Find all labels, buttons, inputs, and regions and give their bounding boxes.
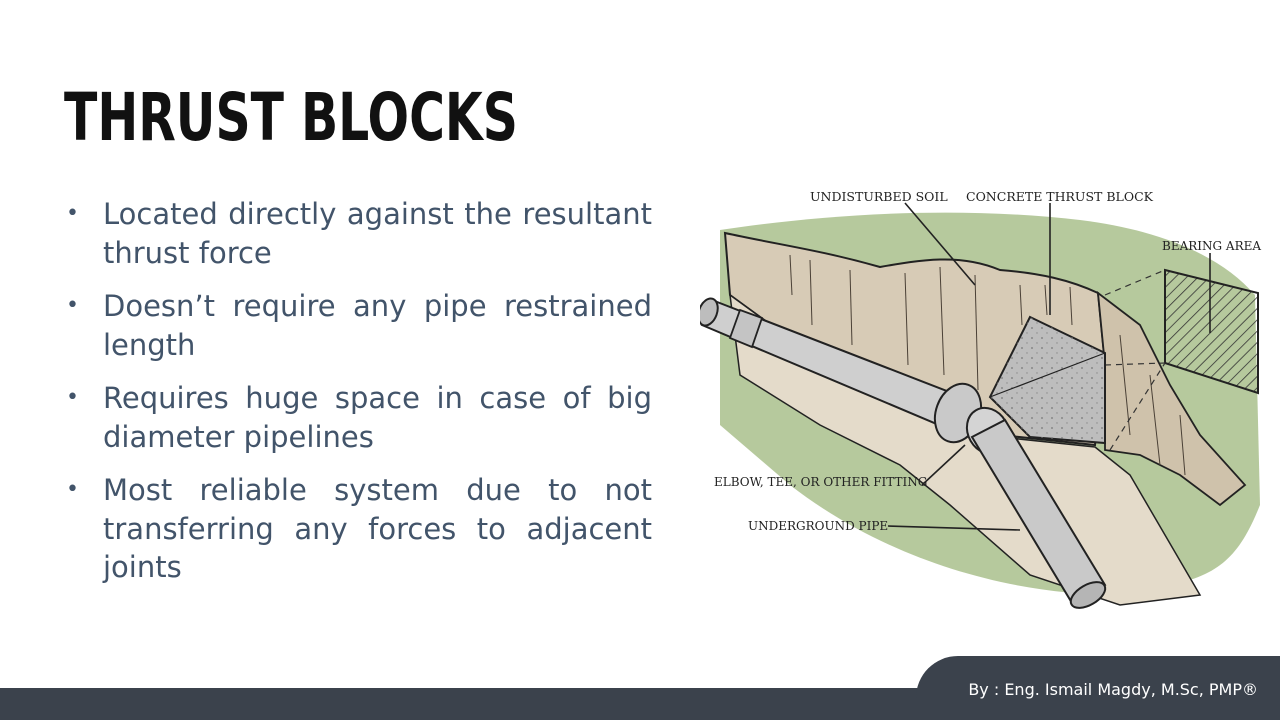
pipe-down-segment — [970, 418, 1107, 609]
bullet-dot-icon: • — [66, 293, 79, 318]
label-underground-pipe: UNDERGROUND PIPE — [748, 519, 888, 533]
thrust-block-illustration: UNDISTURBED SOIL CONCRETE THRUST BLOCK B… — [697, 175, 1270, 620]
label-fitting: ELBOW, TEE, OR OTHER FITTING — [714, 475, 927, 489]
bullet-item: • Located directly against the resultant… — [66, 195, 652, 272]
bullet-list: • Located directly against the resultant… — [66, 195, 652, 602]
thrust-block-diagram: UNDISTURBED SOIL CONCRETE THRUST BLOCK B… — [697, 189, 1261, 609]
label-bearing-area: BEARING AREA — [1162, 239, 1261, 253]
author-credit: By : Eng. Ismail Magdy, M.Sc, PMP® — [968, 680, 1258, 699]
label-concrete-thrust-block: CONCRETE THRUST BLOCK — [966, 189, 1154, 204]
bullet-dot-icon: • — [66, 201, 79, 226]
leader-lines — [887, 202, 1211, 531]
bullet-item: • Doesn’t require any pipe restrained le… — [66, 287, 652, 364]
pipe-left-segment — [697, 297, 972, 435]
bullet-dot-icon: • — [66, 477, 79, 502]
bullet-text: Doesn’t require any pipe restrained leng… — [103, 289, 652, 362]
bullet-text: Most reliable system due to not transfer… — [103, 473, 652, 584]
slide-title: THRUST BLOCKS — [64, 79, 518, 156]
bullet-item: • Most reliable system due to not transf… — [66, 471, 652, 587]
soil-texture — [789, 254, 1186, 476]
bullet-item: • Requires huge space in case of big dia… — [66, 379, 652, 456]
bullet-dot-icon: • — [66, 385, 79, 410]
bearing-area-panel — [1164, 268, 1259, 395]
bullet-text: Located directly against the resultant t… — [103, 197, 652, 270]
bullet-text: Requires huge space in case of big diame… — [103, 381, 652, 454]
footer-tab — [916, 656, 1280, 720]
concrete-texture — [990, 317, 1105, 443]
label-undisturbed-soil: UNDISTURBED SOIL — [810, 189, 948, 204]
